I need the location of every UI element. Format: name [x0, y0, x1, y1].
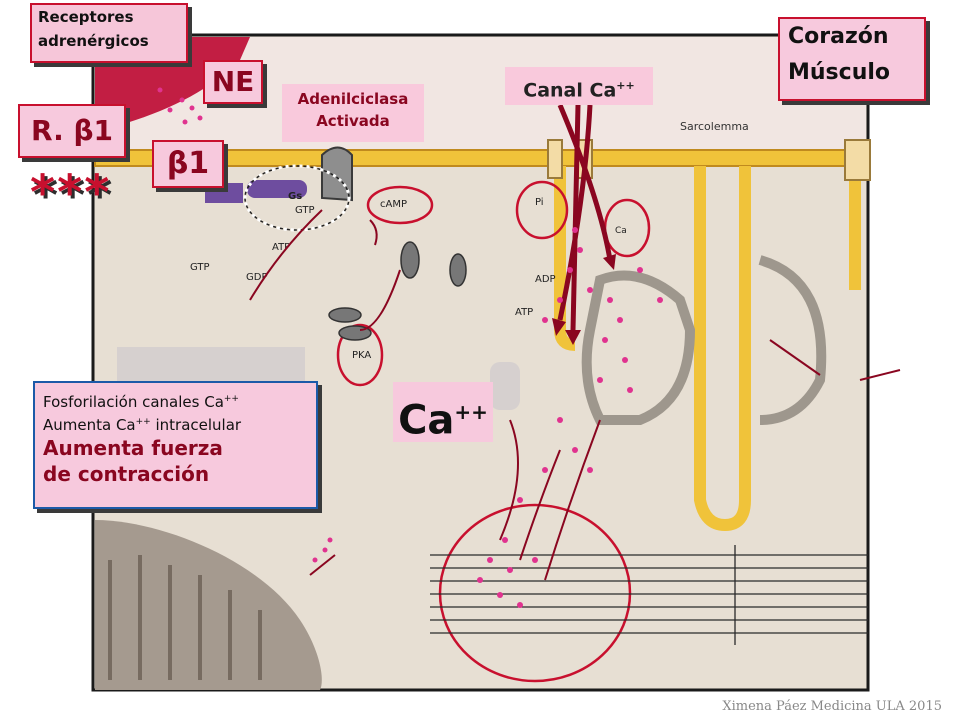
- adenilciclasa-line-1: Adenilciclasa: [297, 90, 409, 108]
- fosfo-line-2-text-a: Aumenta Ca: [43, 416, 136, 434]
- fosfo-line-1-sup: ++: [223, 394, 239, 404]
- pka-circle: [336, 323, 384, 387]
- receptores-line-2: adrenérgicos: [38, 32, 149, 50]
- atp-text-1: ATP: [272, 242, 290, 253]
- beta1-text: β1: [166, 146, 210, 181]
- fosfo-line-4: de contracción: [43, 462, 210, 486]
- emphasis-stars: ***: [30, 165, 112, 221]
- adp-text: ADP: [535, 274, 556, 285]
- gs-text: Gs: [288, 191, 302, 202]
- canal-ca-label: Canal Ca++: [505, 67, 653, 105]
- sarcolemma-text: Sarcolemma: [680, 120, 749, 133]
- camp-circle: [366, 185, 434, 225]
- canal-ca-sup: ++: [616, 79, 635, 92]
- footer-credit: Ximena Páez Medicina ULA 2015: [722, 699, 942, 714]
- gdp-text: GDP: [246, 272, 267, 283]
- ca-channel-left: [547, 139, 563, 179]
- fosfo-line-2-text-b: intracelular: [150, 416, 242, 434]
- atp-text-2: ATP: [515, 307, 533, 318]
- canal-ca-text: Canal Ca: [523, 79, 617, 102]
- receptores-line-1: Receptores: [38, 8, 134, 26]
- receptor-shape: [205, 183, 243, 203]
- fosfo-line-1: Fosforilación canales Ca++: [43, 389, 308, 412]
- pi-text: Pi: [535, 197, 544, 208]
- ca-influx-arrows: [557, 104, 613, 331]
- r-beta1-label: R. β1: [18, 104, 126, 158]
- ca-small-text: Ca: [615, 226, 627, 236]
- ca-big-label: Ca++: [393, 382, 493, 444]
- beta1-label: β1: [152, 140, 224, 188]
- fosforilacion-box: Fosforilación canales Ca++ Aumenta Ca++ …: [33, 381, 318, 509]
- pi-circle: [515, 180, 569, 240]
- corazon-musculo-label: Corazón Músculo: [778, 17, 926, 101]
- gtp-text-2: GTP: [190, 262, 210, 273]
- ne-label: NE: [203, 60, 263, 104]
- ca-big-text: Ca: [398, 397, 455, 444]
- gtp-text-1: GTP: [295, 205, 315, 216]
- myofilaments: [430, 545, 868, 645]
- ne-text: NE: [211, 65, 255, 98]
- camp-text: cAMP: [380, 199, 407, 210]
- receptores-label: Receptores adrenérgicos: [30, 3, 188, 63]
- r-beta1-text: R. β1: [31, 114, 113, 147]
- pka-text: PKA: [352, 350, 371, 361]
- cover-block-small: [490, 362, 520, 410]
- fosfo-line-2: Aumenta Ca++ intracelular: [43, 412, 308, 435]
- adenilciclasa-label: Adenilciclasa Activada: [282, 84, 424, 142]
- fosfo-line-2-sup: ++: [135, 417, 151, 427]
- fosfo-line-3: Aumenta fuerza: [43, 436, 223, 460]
- mitochondrion: [95, 520, 322, 690]
- gs-highlight: [243, 164, 351, 232]
- corazon-text: Corazón: [788, 24, 889, 49]
- calcium-dots: [157, 87, 663, 608]
- musculo-text: Músculo: [788, 60, 891, 85]
- fosfo-line-1-text: Fosforilación canales Ca: [43, 393, 224, 411]
- adenilciclasa-line-2: Activada: [316, 112, 390, 130]
- ca-big-sup: ++: [454, 400, 488, 424]
- sarcomere-circle: [438, 503, 632, 683]
- sarcoplasmic-reticulum: [581, 270, 696, 425]
